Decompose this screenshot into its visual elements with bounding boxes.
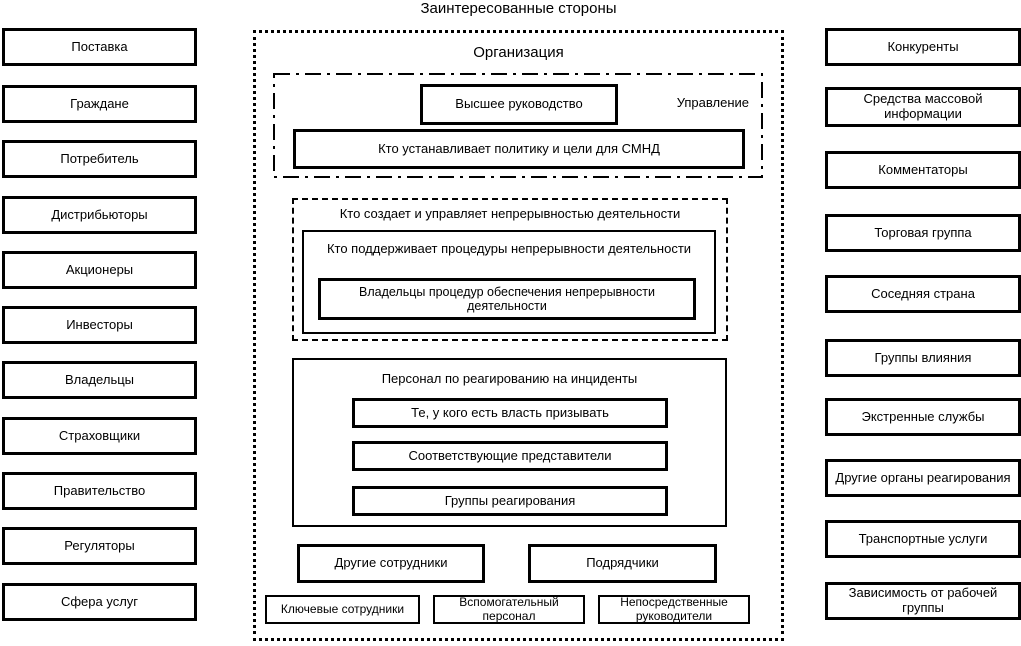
governance-tag: Управление — [676, 95, 749, 110]
continuity-section: Кто создает и управляет непрерывностью д… — [292, 198, 728, 341]
organization-label: Организация — [473, 44, 564, 61]
left-stakeholder-potrebitel: Потребитель — [2, 140, 197, 178]
left-stakeholder-distributory: Дистрибьюторы — [2, 196, 197, 234]
incident-representatives-box: Соответствующие представители — [352, 441, 668, 471]
left-stakeholder-grazhdane: Граждане — [2, 85, 197, 123]
key-employees-box: Ключевые сотрудники — [265, 595, 420, 624]
incident-response-label: Персонал по реагированию на инциденты — [381, 371, 638, 386]
left-stakeholder-sfera-uslug: Сфера услуг — [2, 583, 197, 621]
left-stakeholder-strahovshiki: Страховщики — [2, 417, 197, 455]
right-stakeholder-transport: Транспортные услуги — [825, 520, 1021, 558]
organization-container: Организация Управление Высшее руководств… — [253, 30, 784, 641]
left-stakeholder-akcionery: Акционеры — [2, 251, 197, 289]
right-stakeholder-sosed-strana: Соседняя страна — [825, 275, 1021, 313]
continuity-maintain-box: Кто поддерживает процедуры непрерывности… — [302, 230, 716, 334]
right-stakeholder-zavisimost: Зависимость от рабочей группы — [825, 582, 1021, 620]
dash-dot-border — [273, 73, 763, 178]
contractors-box: Подрядчики — [528, 544, 717, 583]
other-employees-box: Другие сотрудники — [297, 544, 485, 583]
right-stakeholder-gruppy-vliyaniya: Группы влияния — [825, 339, 1021, 377]
governance-section: Управление Высшее руководство Кто устана… — [273, 73, 763, 178]
support-staff-box: Вспомогательный персонал — [433, 595, 585, 624]
left-stakeholder-pravitelstvo: Правительство — [2, 472, 197, 510]
continuity-maintain-label: Кто поддерживает процедуры непрерывности… — [326, 241, 692, 256]
right-stakeholder-smi: Средства массовой информации — [825, 87, 1021, 127]
top-management-box: Высшее руководство — [420, 84, 618, 125]
incident-response-groups-box: Группы реагирования — [352, 486, 668, 516]
left-stakeholder-regulyatory: Регуляторы — [2, 527, 197, 565]
procedure-owners-box: Владельцы процедур обеспечения непрерывн… — [318, 278, 696, 320]
right-stakeholder-drugie-organy: Другие органы реагирования — [825, 459, 1021, 497]
continuity-label: Кто создает и управляет непрерывностью д… — [339, 206, 681, 221]
right-stakeholder-ekstrennye: Экстренные службы — [825, 398, 1021, 436]
right-stakeholder-konkurenty: Конкуренты — [825, 28, 1021, 66]
right-stakeholder-torg-gruppa: Торговая группа — [825, 214, 1021, 252]
left-stakeholder-postavka: Поставка — [2, 28, 197, 66]
left-stakeholder-investory: Инвесторы — [2, 306, 197, 344]
incident-authority-box: Те, у кого есть власть призывать — [352, 398, 668, 428]
right-stakeholder-kommentatory: Комментаторы — [825, 151, 1021, 189]
incident-response-section: Персонал по реагированию на инциденты Те… — [292, 358, 727, 527]
diagram-title: Заинтересованные стороны — [420, 0, 617, 17]
left-stakeholder-vladeltsy: Владельцы — [2, 361, 197, 399]
policy-goals-box: Кто устанавливает политику и цели для СМ… — [293, 129, 745, 169]
direct-managers-box: Непосредственные руководители — [598, 595, 750, 624]
